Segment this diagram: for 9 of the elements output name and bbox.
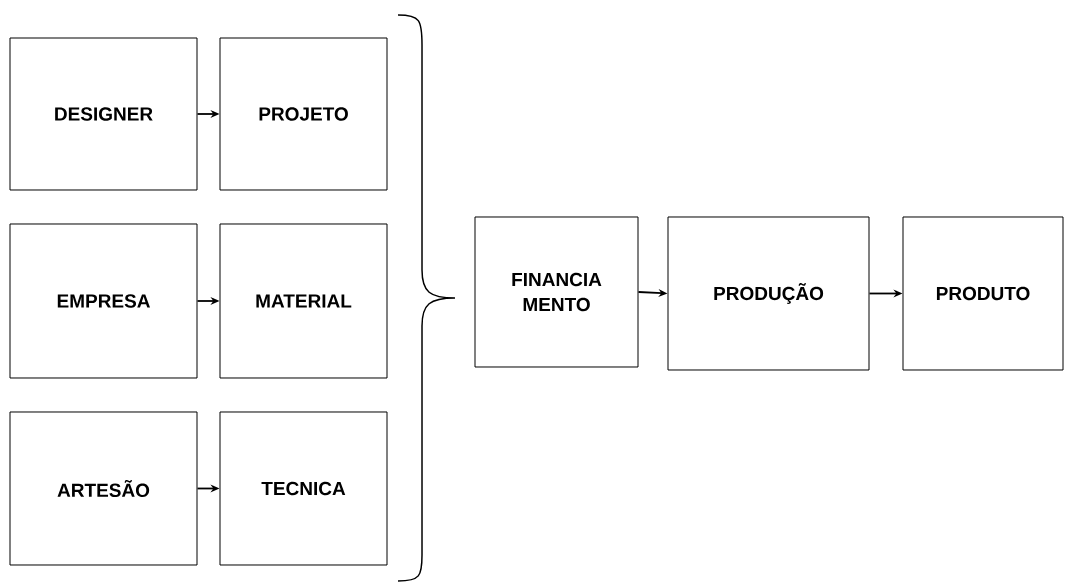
process-box: EMPRESA bbox=[9, 223, 198, 379]
process-box: PRODUÇÃO bbox=[667, 216, 870, 371]
process-box: FINANCIA MENTO bbox=[474, 216, 639, 368]
process-box: PROJETO bbox=[219, 37, 388, 191]
process-box: MATERIAL bbox=[219, 223, 388, 379]
process-box: ARTESÃO bbox=[9, 411, 198, 566]
process-box: TECNICA bbox=[219, 411, 388, 566]
process-box: DESIGNER bbox=[9, 37, 198, 191]
process-box: PRODUTO bbox=[902, 216, 1064, 371]
